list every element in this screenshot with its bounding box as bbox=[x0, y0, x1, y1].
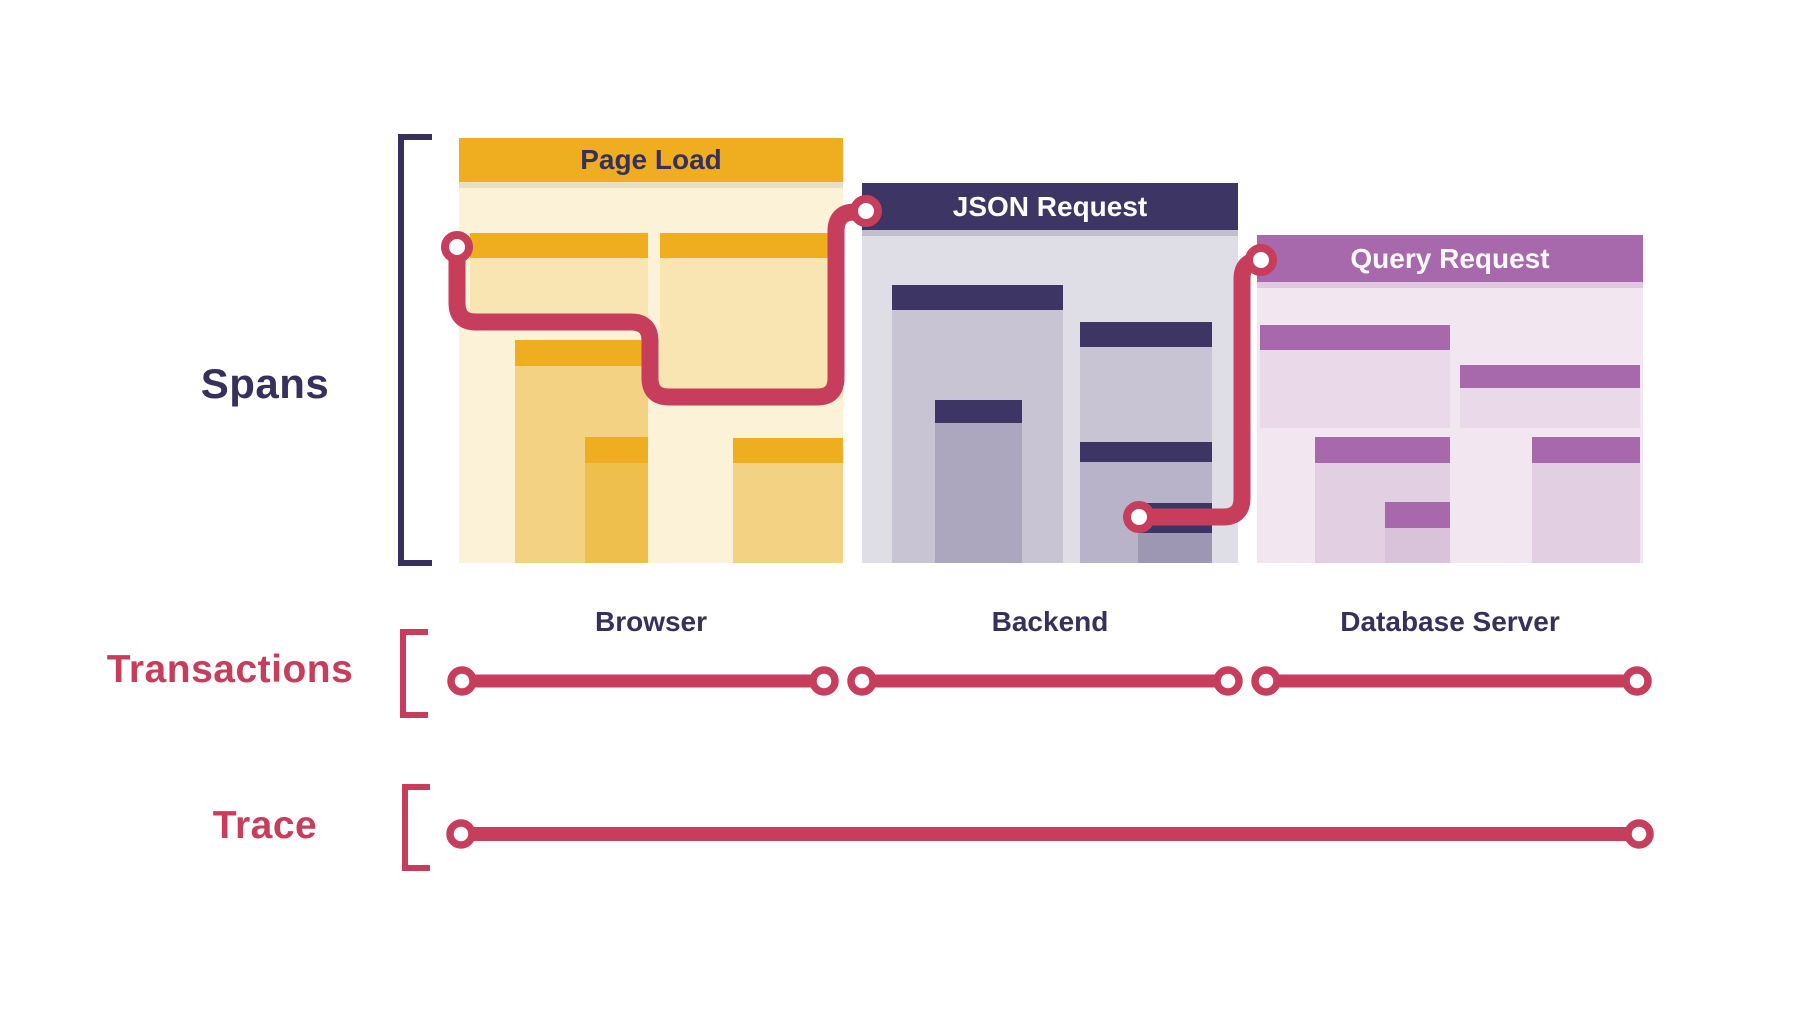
span-bar bbox=[585, 437, 648, 463]
transaction-endpoint bbox=[1622, 666, 1652, 696]
span-body bbox=[1385, 528, 1450, 563]
span-body bbox=[1260, 350, 1450, 428]
span-bar bbox=[1385, 502, 1450, 528]
trace-endpoint bbox=[1624, 819, 1654, 849]
transaction-endpoint bbox=[847, 666, 877, 696]
span-bar bbox=[1080, 442, 1212, 462]
span-bar bbox=[470, 233, 648, 258]
query-request-header: Query Request bbox=[1257, 235, 1643, 282]
span-bar bbox=[660, 233, 843, 258]
panel-database: Query Request bbox=[1257, 235, 1643, 563]
span-bar bbox=[515, 340, 648, 366]
transaction-endpoint bbox=[1251, 666, 1281, 696]
backend-caption: Backend bbox=[991, 606, 1109, 637]
trace-bracket bbox=[402, 784, 430, 871]
span-bar bbox=[1138, 503, 1212, 533]
span-body bbox=[935, 423, 1022, 563]
spans-label: Spans bbox=[200, 360, 330, 407]
span-bar bbox=[892, 285, 1063, 310]
span-body bbox=[1138, 533, 1212, 563]
transaction-endpoint bbox=[1213, 666, 1243, 696]
span-body bbox=[1532, 463, 1640, 563]
span-body bbox=[470, 258, 648, 324]
transactions-label: Transactions bbox=[106, 648, 354, 691]
trace-label: Trace bbox=[212, 804, 318, 847]
spans-bracket bbox=[398, 134, 432, 566]
span-body bbox=[733, 463, 843, 563]
span-bar bbox=[1460, 365, 1640, 388]
browser-caption: Browser bbox=[594, 606, 708, 637]
trace-endpoint bbox=[446, 819, 476, 849]
span-bar bbox=[1532, 437, 1640, 463]
span-body bbox=[1460, 388, 1640, 428]
transactions-bracket bbox=[400, 629, 428, 718]
transaction-endpoint bbox=[809, 666, 839, 696]
span-bar bbox=[733, 438, 843, 463]
database-caption: Database Server bbox=[1340, 606, 1560, 637]
panel-backend: JSON Request bbox=[862, 183, 1238, 563]
span-bar bbox=[1315, 437, 1450, 463]
span-bar bbox=[1260, 325, 1450, 350]
panel-browser: Page Load bbox=[459, 138, 843, 563]
span-body bbox=[660, 258, 843, 398]
span-body bbox=[585, 463, 648, 563]
page-load-header: Page Load bbox=[459, 138, 843, 182]
span-bar bbox=[935, 400, 1022, 423]
json-request-header: JSON Request bbox=[862, 183, 1238, 230]
transaction-endpoint bbox=[447, 666, 477, 696]
span-bar bbox=[1080, 322, 1212, 347]
